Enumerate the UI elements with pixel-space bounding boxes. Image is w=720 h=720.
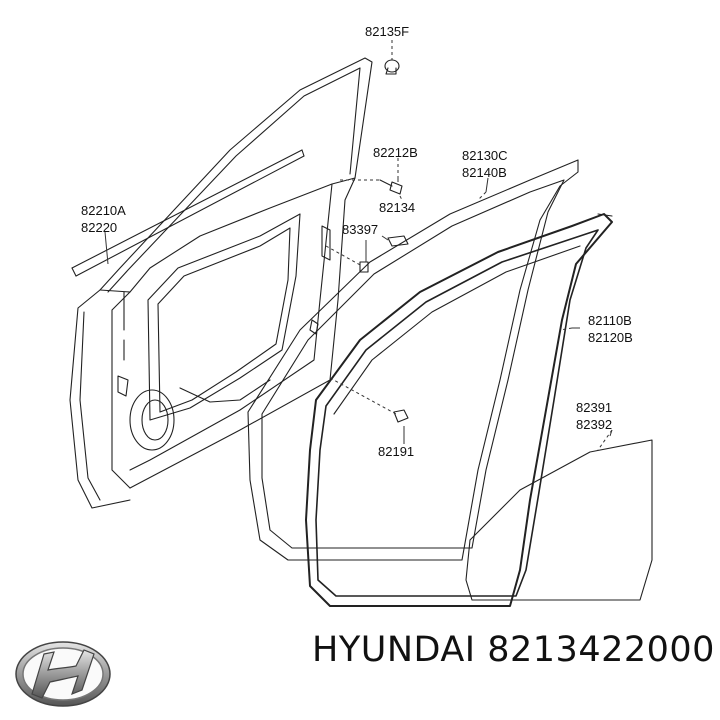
label-83397: 83397 (342, 222, 378, 237)
clip-82135F (384, 59, 400, 75)
belt-molding (71, 149, 305, 277)
door-frame (69, 57, 373, 509)
door-weatherstrip (247, 159, 579, 561)
bolt-82212B (379, 179, 403, 195)
label-82130C: 82130C (462, 148, 508, 163)
label-82120B: 82120B (588, 330, 633, 345)
label-82220: 82220 (81, 220, 117, 235)
solid-leaders (104, 176, 613, 444)
bracket-82134 (387, 235, 409, 247)
plug-83397 (359, 261, 369, 273)
label-82212B: 82212B (373, 145, 418, 160)
part-number: 8213422000 (487, 630, 715, 670)
label-82391: 82391 (576, 400, 612, 415)
label-82110B: 82110B (588, 313, 632, 328)
brand-part-number: HYUNDAI 8213422000 (312, 630, 715, 670)
leader-lines (325, 40, 613, 451)
label-82134: 82134 (379, 200, 415, 215)
plug-82191 (393, 409, 409, 423)
door-glass (465, 439, 653, 601)
opening-weatherstrip (305, 213, 613, 607)
label-82140B: 82140B (462, 165, 507, 180)
label-82191: 82191 (378, 444, 414, 459)
label-82135F: 82135F (365, 24, 409, 39)
brand-name: HYUNDAI (312, 630, 476, 670)
label-82210A: 82210A (81, 203, 126, 218)
label-82392: 82392 (576, 417, 612, 432)
hyundai-logo-icon (15, 641, 111, 707)
